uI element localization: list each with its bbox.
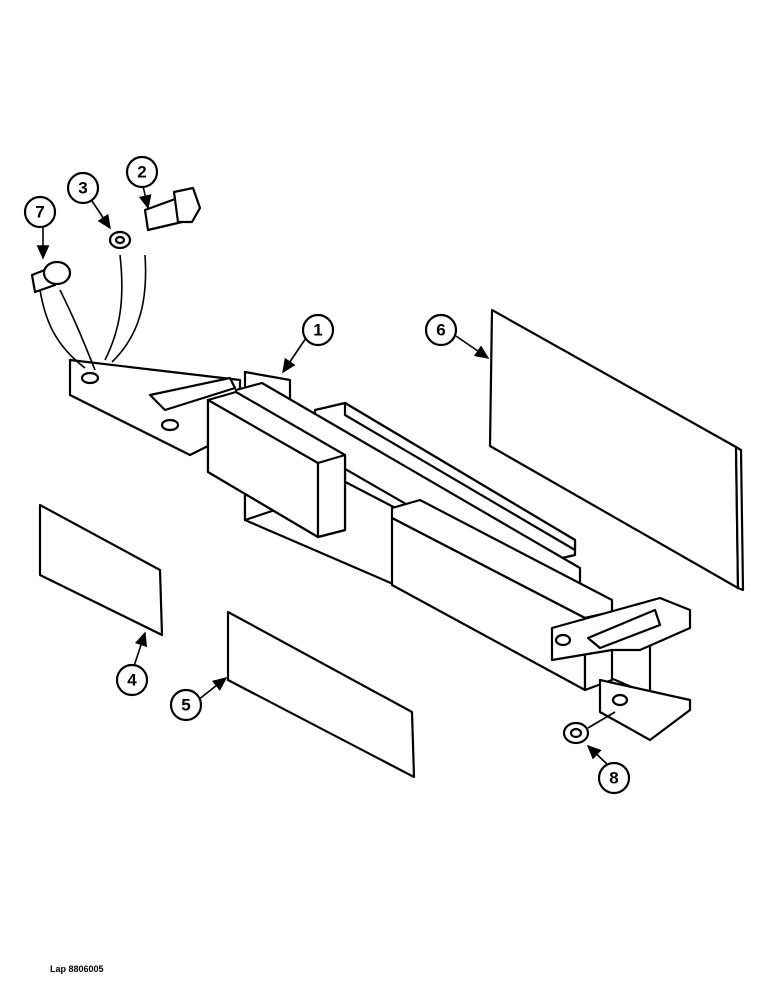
guide-line [39,289,86,369]
leader-arrow-8 [586,744,609,766]
leader-arrow-5 [197,677,228,701]
plate-item-6 [488,308,745,592]
callout-3: 3 [66,171,100,205]
svg-text:3: 3 [78,179,87,198]
svg-text:5: 5 [181,696,190,715]
leader-arrow-1 [282,337,307,374]
svg-text:1: 1 [313,321,322,340]
leader-arrow-3 [89,197,111,230]
svg-text:2: 2 [137,163,146,182]
svg-text:4: 4 [127,671,137,690]
guide-line [59,289,96,371]
guide-line [111,254,147,363]
callout-5: 5 [169,688,203,722]
svg-text:8: 8 [609,769,618,788]
callout-2: 2 [125,155,159,189]
guide-line [587,711,616,729]
leader-arrow-6 [455,335,490,359]
nut-item-8 [562,721,590,745]
washer-item-3 [108,230,132,250]
callout-6: 6 [424,313,458,347]
callout-7: 7 [23,195,57,229]
callout-8: 8 [597,761,631,795]
guide-line [104,254,123,361]
plate-item-5 [226,610,416,779]
bolt-item-7 [30,260,72,294]
callout-4: 4 [115,663,149,697]
plate-item-4 [38,503,164,637]
leader-arrow-4 [133,631,148,667]
leader-arrow-2 [138,185,152,210]
bolt-item-2 [143,186,202,232]
figure-reference: Lap 8806005 [50,964,104,974]
svg-text:6: 6 [436,321,445,340]
callout-1: 1 [301,313,335,347]
channel-bracket-item-1 [68,358,692,742]
svg-text:7: 7 [35,203,44,222]
